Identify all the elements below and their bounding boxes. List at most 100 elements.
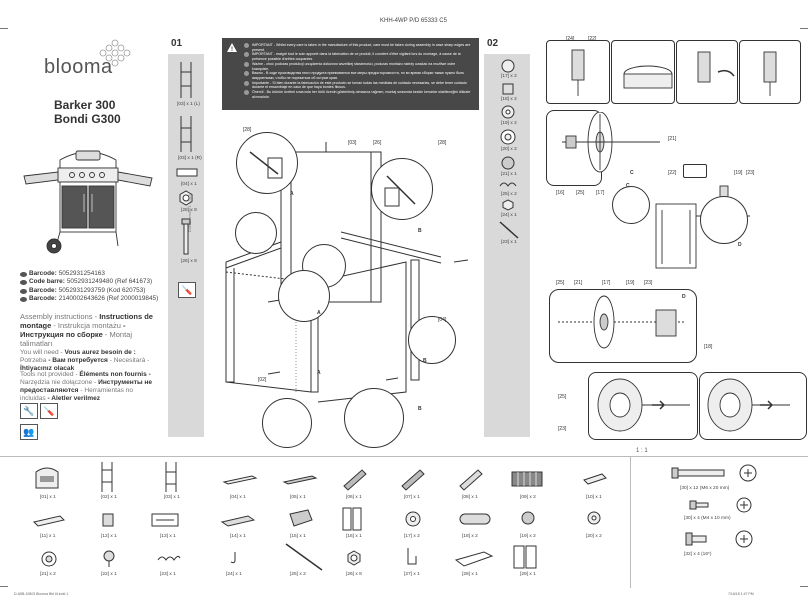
inventory-caption: [29] x 1 (520, 572, 536, 577)
inventory-caption: [11] x 1 (40, 534, 56, 539)
tools-not-provided-text: Tools not provided - Éléments non fourni… (20, 371, 153, 402)
barcode-row: Barcode: 5052931254163 (20, 270, 158, 278)
panel-icon (151, 513, 179, 527)
inventory-divider (630, 456, 631, 588)
inventory-caption: [28] x 1 (462, 572, 478, 577)
detail-letter: C (626, 183, 630, 189)
model-line-2: Bondi G300 (54, 112, 121, 126)
part-caption: [24] x 1 (501, 213, 517, 218)
screw-m6-icon (671, 464, 757, 482)
part-label: [23] (558, 426, 567, 432)
wheel-explode-diagram (562, 112, 660, 173)
flag-icon (244, 90, 249, 96)
screw-caption: [32] x 4 (16*) (684, 552, 712, 557)
part-caption: [25] x 2 (501, 192, 517, 197)
screw-m4-icon (689, 497, 752, 513)
warning-line: Важно - В ходе производства этого продук… (244, 71, 473, 80)
scale-label: 1 : 1 (636, 448, 648, 454)
warning-line: Önemli - Bu ürünün üretimi sırasında her… (244, 90, 473, 99)
flag-icon (244, 71, 249, 77)
inventory-caption: [04] x 1 (230, 495, 246, 500)
crop-mark (800, 28, 808, 29)
part-label: [02] (258, 377, 267, 383)
crop-mark (800, 586, 808, 587)
two-people-icon: 👥 (20, 424, 38, 440)
inventory-caption: [19] x 2 (520, 534, 536, 539)
inventory-caption: [16] x 1 (346, 534, 362, 539)
bolt-detail-icon (384, 175, 416, 207)
bolt-detail-icon (249, 151, 283, 179)
bottom-tray-icon (220, 515, 256, 527)
side-table-icon (33, 515, 65, 527)
part-label: [24] (566, 36, 575, 42)
part-label: [23] (644, 280, 653, 286)
detail-callout-b-mid (408, 316, 456, 364)
detail-letter: A (290, 191, 294, 197)
part-label: [25] (556, 280, 565, 286)
part-caption: [03] x 1 (R) (178, 156, 202, 161)
part-label: [19] (734, 170, 743, 176)
part-caption: [26] x 8 (181, 259, 197, 264)
detail-letter: C (630, 170, 634, 176)
detail-letter: B (423, 358, 427, 364)
ring-icon (500, 129, 516, 145)
part-label: [22] (588, 36, 597, 42)
detail-callout-d (700, 196, 748, 244)
detail-letter: A (317, 370, 321, 376)
inventory-caption: [10] x 1 (586, 495, 602, 500)
screwdriver-icon: 🪛 (40, 403, 58, 419)
flag-icon (244, 80, 249, 86)
flame-tamer-icon (459, 469, 483, 491)
model-line-1: Barker 300 (54, 98, 116, 112)
inventory-caption: [22] x 1 (101, 572, 117, 577)
inventory-caption: [07] x 1 (404, 495, 420, 500)
hubcap-icon (521, 511, 535, 525)
inventory-caption: [06] x 1 (346, 495, 362, 500)
clip-icon (499, 182, 517, 187)
flag-icon (244, 52, 249, 58)
crop-mark (0, 586, 8, 587)
inventory-caption: [03] x 1 (164, 495, 180, 500)
part-label: [17] (596, 190, 605, 196)
step-frame (611, 40, 675, 104)
tray-icon (454, 551, 494, 567)
bolt-32-icon (685, 530, 753, 548)
part-label: [28] (243, 127, 252, 133)
inventory-caption: [20] x 2 (586, 534, 602, 539)
detail-letter: A (317, 310, 321, 316)
shelf-icon (222, 475, 258, 485)
regulator-icon (103, 550, 115, 567)
inventory-caption: [25] x 2 (290, 572, 306, 577)
crop-mark (0, 28, 8, 29)
wheel-assembly-diagram (558, 295, 684, 349)
washer-icon (587, 511, 601, 525)
part-caption: [28] x 8 (181, 208, 197, 213)
part-label: [23] (746, 170, 755, 176)
flag-icon (20, 280, 27, 286)
detail-callout-a-top (236, 132, 298, 194)
hubcap-icon (501, 59, 515, 73)
version-text: D4E01 version 1 - 2018 (188, 194, 192, 232)
detail-callout-c (612, 186, 650, 224)
inventory-caption: [17] x 2 (404, 534, 420, 539)
product-code: KHH-4WP P/D 65333 C5 (380, 18, 447, 24)
detail-letter: B (418, 228, 422, 234)
flag-icon (20, 296, 27, 302)
burner-icon (401, 469, 425, 491)
part-label: [21] (668, 136, 677, 142)
part-label: [22] (668, 170, 677, 176)
part-caption: [19] x 2 (501, 121, 517, 126)
inventory-caption: [08] x 1 (462, 495, 478, 500)
blooma-flower-icon (99, 39, 131, 67)
part-label: [17] (602, 280, 611, 286)
grill-body-icon (35, 467, 59, 489)
inventory-caption: [14] x 1 (230, 534, 246, 539)
wheel-icon (405, 511, 421, 527)
screw-caption: [30] x 12 (M6 x 20 mm) (680, 486, 730, 491)
axle-rod-icon (499, 221, 519, 239)
step-number-02: 02 (487, 38, 499, 49)
bracket-icon (102, 513, 114, 527)
warning-line: IMPORTANT - malgré tout le soin apporté … (244, 52, 473, 61)
inventory-caption: [23] x 1 (160, 572, 176, 577)
side-frame-icon (101, 462, 113, 492)
